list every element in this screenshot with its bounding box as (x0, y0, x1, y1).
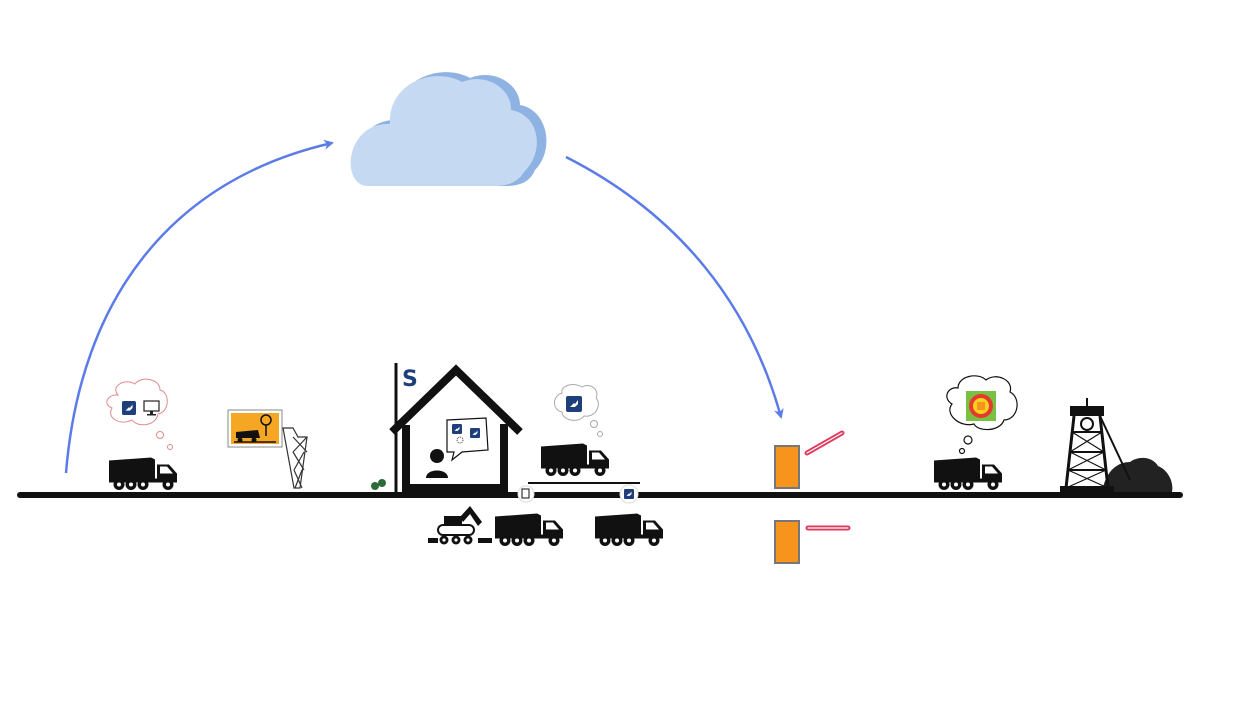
antenna-tower-icon (282, 427, 308, 489)
boom-gate-closed-icon[interactable] (774, 520, 851, 564)
app-icon (452, 424, 462, 434)
dump-truck-icon (595, 513, 663, 546)
seal-badge-icon (966, 391, 996, 421)
app-icon (566, 396, 582, 412)
thought-bubble-center (554, 384, 603, 437)
cloud-icon (350, 72, 547, 186)
company-logo: S (402, 367, 418, 392)
upload-arrow (64, 139, 334, 474)
dump-truck-icon (109, 457, 177, 490)
dump-truck-icon (541, 443, 609, 476)
thought-bubble-right (946, 375, 1018, 455)
app-icon (624, 489, 634, 499)
download-arrow (565, 155, 784, 419)
sensor-dots (371, 479, 386, 490)
thought-bubble-left (106, 378, 173, 450)
speech-bubble (446, 417, 489, 462)
dump-truck-icon (495, 513, 563, 546)
app-bubble (619, 484, 639, 504)
app-icon (122, 401, 136, 415)
person-icon (426, 449, 448, 478)
office-house-icon (389, 363, 523, 494)
boom-gate-open-icon[interactable] (774, 430, 845, 489)
monitor-icon (143, 400, 160, 416)
weighbridge-sign-icon (227, 409, 283, 448)
dump-truck-icon (934, 457, 1002, 490)
excavator-icon (428, 506, 492, 545)
mine-headframe-icon (1060, 398, 1173, 492)
document-bubble (517, 485, 535, 503)
app-icon (470, 428, 480, 438)
